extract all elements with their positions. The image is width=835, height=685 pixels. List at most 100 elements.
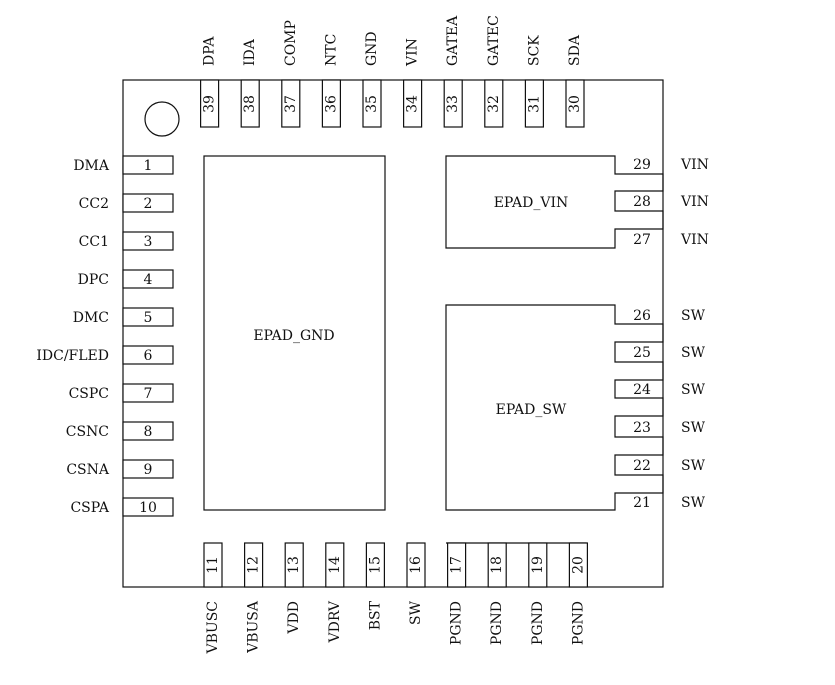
pin-pad-33 [443, 79, 463, 128]
pin-number-32: 32 [486, 95, 502, 113]
pin-name-5: DMC [73, 310, 109, 326]
pin-number-29: 29 [633, 157, 651, 173]
pin-pad-19 [528, 542, 548, 588]
pin-name-11: VBUSC [205, 601, 221, 655]
pin-name-30: SDA [567, 34, 583, 66]
pin-number-35: 35 [364, 95, 380, 113]
pin-number-20: 20 [570, 556, 586, 574]
pin-name-33: GATEA [445, 15, 461, 66]
pin-pad-20 [568, 542, 589, 588]
pin-pad-7 [122, 383, 174, 403]
pins-top-group: 30SDA31SCK32GATEC33GATEA34VIN35GND36NTC3… [200, 15, 585, 128]
pin-number-37: 37 [283, 95, 299, 113]
pin-pad-2 [122, 193, 174, 213]
pin-number-15: 15 [367, 556, 383, 574]
pin-pad-1 [122, 155, 174, 175]
pin-pad-6 [122, 345, 174, 365]
pin-number-38: 38 [242, 95, 258, 113]
pin-number-3: 3 [144, 234, 153, 250]
pin-pad-39 [200, 79, 220, 128]
pin-name-18: PGND [489, 601, 505, 645]
pin-number-2: 2 [144, 196, 153, 212]
pin-number-22: 22 [633, 458, 651, 474]
pin-name-14: VDRV [327, 600, 343, 643]
pins-left-group: 1DMA2CC23CC14DPC5DMC6IDC/FLED7CSPC8CSNC9… [36, 155, 174, 517]
pin-number-33: 33 [445, 95, 461, 113]
pin-pad-12 [244, 542, 264, 588]
pin-name-28: VIN [680, 194, 709, 210]
pin-name-27: VIN [680, 232, 709, 248]
pin-name-12: VBUSA [246, 600, 262, 654]
pin-pad-37 [281, 79, 301, 128]
pin-name-25: SW [681, 345, 706, 361]
pin-number-18: 18 [489, 556, 505, 574]
pin-number-1: 1 [144, 158, 153, 174]
pin-name-3: CC1 [79, 234, 109, 250]
pin-number-8: 8 [144, 424, 153, 440]
epad-sw-label: EPAD_SW [496, 402, 567, 418]
epad-gnd [203, 155, 386, 511]
pin-pad-35 [362, 79, 382, 128]
pin-number-28: 28 [633, 194, 651, 210]
pin-pad-38 [240, 79, 260, 128]
pin1-marker [144, 101, 180, 137]
pin-pad-17 [447, 542, 467, 588]
pin-name-10: CSPA [70, 500, 109, 516]
pin-pad-32 [484, 79, 504, 128]
pin-number-11: 11 [205, 556, 221, 574]
pin-name-38: IDA [242, 38, 258, 66]
pin-name-16: SW [408, 600, 424, 625]
pin-number-34: 34 [405, 95, 421, 113]
pin-name-8: CSNC [66, 424, 109, 440]
pin-number-5: 5 [144, 310, 153, 326]
pin-name-17: PGND [449, 601, 465, 645]
pin-number-31: 31 [526, 95, 542, 113]
pin-number-16: 16 [408, 556, 424, 574]
pin-number-17: 17 [449, 556, 465, 574]
pgnd-bus-outline [446, 542, 587, 587]
pin-pad-14 [325, 542, 345, 588]
epad-sw [445, 304, 664, 511]
pin-pad-36 [321, 79, 341, 128]
pin-name-37: COMP [283, 20, 299, 66]
epad-vin-label: EPAD_VIN [494, 195, 569, 211]
pin-name-1: DMA [73, 158, 110, 174]
pin-pad-4 [122, 269, 174, 289]
pin-name-24: SW [681, 382, 706, 398]
pin-number-36: 36 [323, 95, 339, 113]
pin-number-25: 25 [633, 345, 651, 361]
pin-pad-15 [365, 542, 385, 588]
pin-name-15: BST [367, 600, 383, 630]
pin-name-4: DPC [78, 272, 109, 288]
pin-name-21: SW [681, 495, 706, 511]
pin-name-29: VIN [680, 157, 709, 173]
pin-name-34: VIN [405, 38, 421, 67]
pin-number-12: 12 [246, 556, 262, 574]
pin-number-19: 19 [530, 556, 546, 574]
pin-number-14: 14 [327, 556, 343, 574]
pin-number-9: 9 [144, 462, 153, 478]
pin-pad-9 [122, 459, 174, 479]
pin-number-13: 13 [286, 556, 302, 574]
pin-name-6: IDC/FLED [36, 348, 109, 364]
pin-pad-30 [565, 79, 585, 128]
pin-name-35: GND [364, 31, 380, 66]
pin-name-2: CC2 [79, 196, 109, 212]
epad-gnd-label: EPAD_GND [253, 328, 334, 344]
pin-name-26: SW [681, 308, 706, 324]
pin-number-7: 7 [144, 386, 153, 402]
pin-name-19: PGND [530, 601, 546, 645]
pin-number-39: 39 [202, 95, 218, 113]
pin-name-32: GATEC [486, 15, 502, 66]
pin-pad-18 [487, 542, 507, 588]
pin-name-13: VDD [286, 601, 302, 635]
pin-number-27: 27 [633, 232, 651, 248]
pin-pad-5 [122, 307, 174, 327]
pin-name-9: CSNA [66, 462, 110, 478]
pin-number-6: 6 [144, 348, 153, 364]
pin-pad-8 [122, 421, 174, 441]
pin-number-4: 4 [144, 272, 153, 288]
pin-name-39: DPA [202, 36, 218, 66]
